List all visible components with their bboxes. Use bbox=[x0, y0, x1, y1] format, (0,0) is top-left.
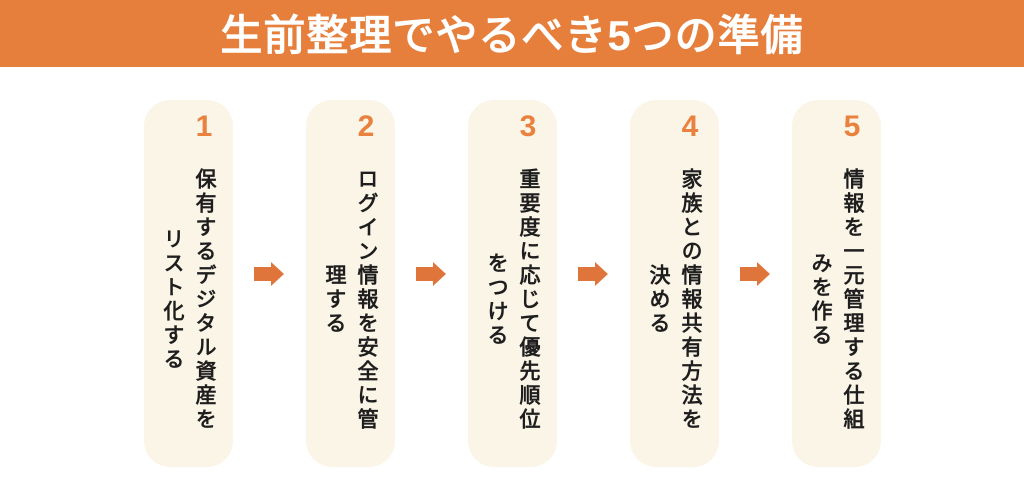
step-number: 5 bbox=[843, 110, 861, 143]
step-number: 3 bbox=[519, 110, 537, 143]
arrow-cell bbox=[233, 100, 306, 467]
step-number: 2 bbox=[357, 110, 375, 143]
right-arrow-icon bbox=[740, 262, 770, 286]
step-card-2: 2 ログイン情報を安全に管 理する bbox=[305, 100, 395, 467]
step-card-5: 5 情報を一元管理する仕組 みを作る bbox=[791, 100, 881, 467]
arrow-cell bbox=[395, 100, 468, 467]
arrow-cell bbox=[719, 100, 792, 467]
right-arrow-icon bbox=[578, 262, 608, 286]
steps-flow: 1 保有するデジタル資産を リスト化する 2 ログイン情報を安全に管 理する 3… bbox=[0, 100, 1024, 467]
page-title: 生前整理でやるべき5つの準備 bbox=[220, 11, 804, 59]
step-text: ログイン情報を安全に管 理する bbox=[323, 168, 378, 432]
arrow-cell bbox=[557, 100, 630, 467]
step-number: 1 bbox=[195, 110, 213, 143]
step-text: 重要度に応じて優先順位 をつける bbox=[485, 168, 540, 432]
step-card-4: 4 家族との情報共有方法を 決める bbox=[629, 100, 719, 467]
step-text: 情報を一元管理する仕組 みを作る bbox=[809, 168, 864, 432]
step-text: 家族との情報共有方法を 決める bbox=[647, 168, 702, 432]
right-arrow-icon bbox=[254, 262, 284, 286]
step-text: 保有するデジタル資産を リスト化する bbox=[161, 168, 216, 432]
step-number: 4 bbox=[681, 110, 699, 143]
header-banner: 生前整理でやるべき5つの準備 bbox=[0, 0, 1024, 67]
step-card-3: 3 重要度に応じて優先順位 をつける bbox=[467, 100, 557, 467]
right-arrow-icon bbox=[416, 262, 446, 286]
step-card-1: 1 保有するデジタル資産を リスト化する bbox=[143, 100, 233, 467]
